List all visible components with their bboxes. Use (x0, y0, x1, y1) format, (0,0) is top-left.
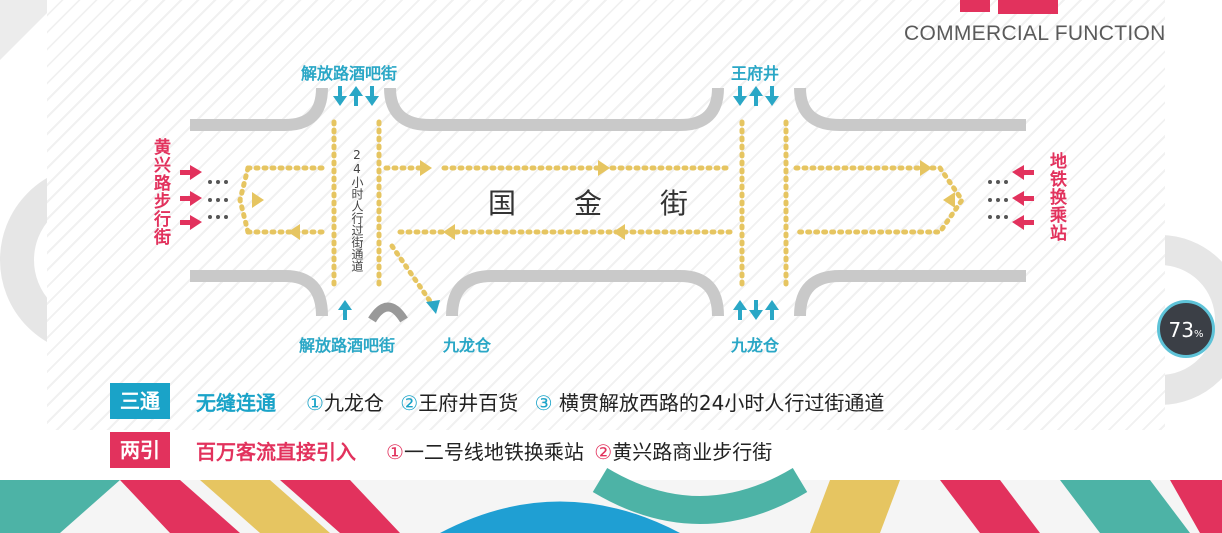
road-diagram (180, 86, 1034, 323)
row-2-items: ①一二号线地铁换乘站 ②黄兴路商业步行街 (386, 439, 773, 464)
heading-english: COMMERCIAL FUNCTION (904, 22, 1166, 45)
label-left-side: 黄兴路步行街 (150, 138, 170, 246)
info-row-2: 两引 百万客流直接引入 ①一二号线地铁换乘站 ②黄兴路商业步行街 (110, 431, 772, 469)
road-bottom-left (190, 270, 328, 317)
corridor-label: 24小时人行过街通道 (350, 148, 364, 272)
road-top-left (190, 87, 328, 131)
road-name: 国金街 (488, 187, 747, 220)
diagram-panel (47, 0, 1165, 430)
label-bottom-right: 九龙仓 (731, 336, 780, 355)
label-top-right: 王府井 (731, 64, 780, 83)
label-right-side: 地铁换乘站 (1046, 152, 1066, 242)
road-top-center (384, 87, 724, 131)
progress-value: 73 (1168, 318, 1194, 342)
label-bottom-mid: 九龙仓 (443, 336, 492, 355)
road-bottom-center (446, 270, 724, 317)
road-bottom-right (794, 270, 1026, 317)
info-row-1: 三通 无缝连通 ①九龙仓 ②王府井百货 ③ 横贯解放西路的24小时人行过街通道 (110, 382, 884, 420)
row-1-items: ①九龙仓 ②王府井百货 ③ 横贯解放西路的24小时人行过街通道 (306, 390, 885, 415)
row-2-title: 百万客流直接引入 (196, 439, 356, 464)
progress-badge[interactable]: 73% (1157, 300, 1215, 358)
row-1-title: 无缝连通 (196, 390, 276, 415)
road-top-right (794, 87, 1026, 131)
progress-unit: % (1193, 329, 1204, 340)
label-bottom-left: 解放路酒吧街 (299, 336, 396, 355)
title-fragment (960, 0, 1058, 14)
label-top-left: 解放路酒吧街 (301, 64, 398, 83)
row-1-tag: 三通 (110, 383, 170, 419)
row-2-tag: 两引 (110, 432, 170, 468)
